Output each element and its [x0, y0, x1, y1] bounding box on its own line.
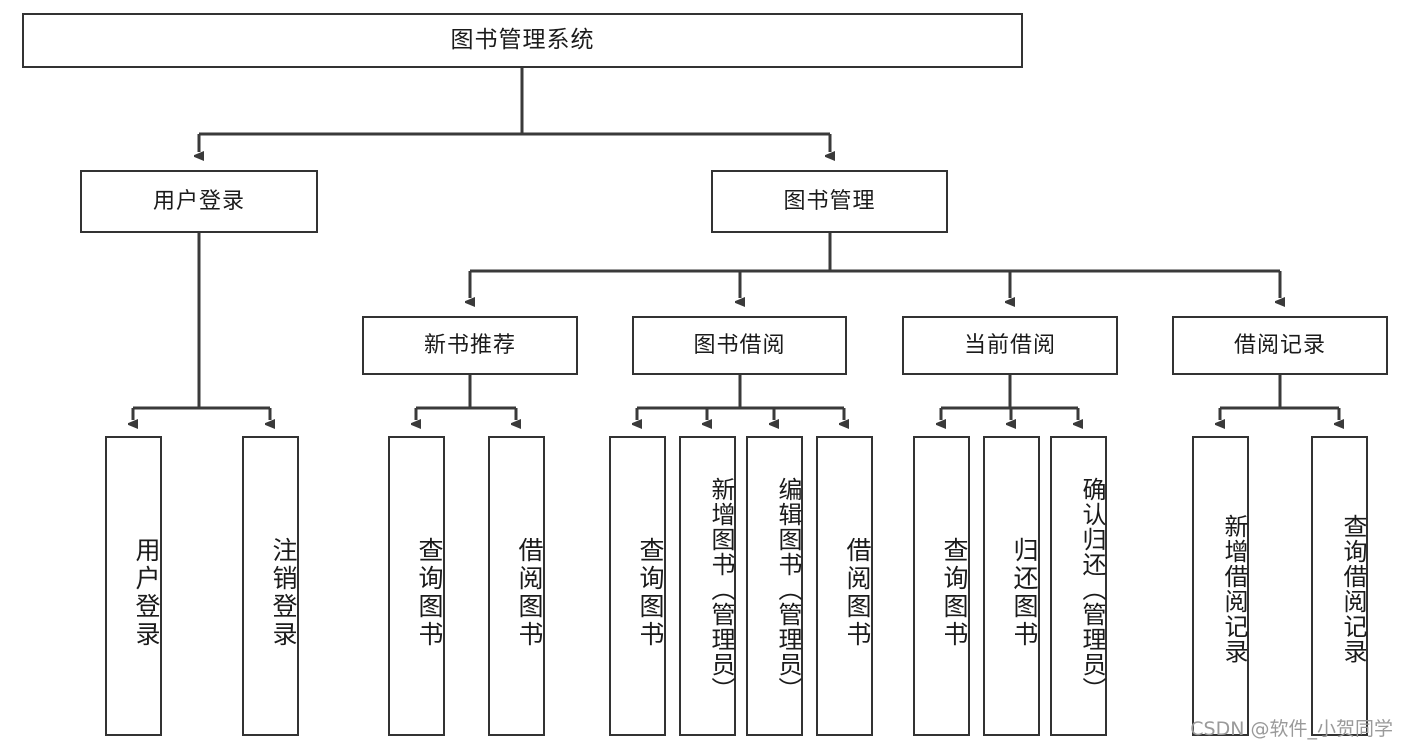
node-user-login[interactable]: 用户登录 — [80, 170, 318, 233]
node-label: 查询图书 — [940, 537, 969, 649]
node-leaf-confirm-return-admin[interactable]: 确认归还（管理员） — [1050, 436, 1107, 736]
node-leaf-logout-login[interactable]: 注销登录 — [242, 436, 299, 736]
node-borrow-record[interactable]: 借阅记录 — [1172, 316, 1388, 375]
node-leaf-query-book-current[interactable]: 查询图书 — [913, 436, 970, 736]
node-book-manage[interactable]: 图书管理 — [711, 170, 948, 233]
node-current-borrow[interactable]: 当前借阅 — [902, 316, 1118, 375]
node-label: 新增借阅记录 — [1220, 514, 1248, 664]
node-label: 归还图书 — [1010, 537, 1039, 649]
node-leaf-query-book-borrow[interactable]: 查询图书 — [609, 436, 666, 736]
node-new-book-recommend[interactable]: 新书推荐 — [362, 316, 578, 375]
node-leaf-borrow-book[interactable]: 借阅图书 — [816, 436, 873, 736]
node-leaf-query-book-rec[interactable]: 查询图书 — [388, 436, 445, 736]
node-leaf-add-book-admin[interactable]: 新增图书（管理员） — [679, 436, 736, 736]
node-root-book-management-system[interactable]: 图书管理系统 — [22, 13, 1023, 68]
node-leaf-user-login[interactable]: 用户登录 — [105, 436, 162, 736]
node-label: 新增图书（管理员） — [707, 476, 735, 702]
node-leaf-query-borrow-record[interactable]: 查询借阅记录 — [1311, 436, 1368, 736]
node-leaf-return-book[interactable]: 归还图书 — [983, 436, 1040, 736]
node-leaf-edit-book-admin[interactable]: 编辑图书（管理员） — [746, 436, 803, 736]
node-label: 借阅图书 — [843, 537, 872, 649]
node-leaf-add-borrow-record[interactable]: 新增借阅记录 — [1192, 436, 1249, 736]
node-label: 查询图书 — [636, 537, 665, 649]
node-label: 用户登录 — [132, 537, 161, 649]
node-label: 注销登录 — [269, 537, 298, 649]
node-label: 编辑图书（管理员） — [774, 476, 802, 702]
node-leaf-borrow-book-rec[interactable]: 借阅图书 — [488, 436, 545, 736]
node-book-borrow[interactable]: 图书借阅 — [632, 316, 847, 375]
node-label: 查询借阅记录 — [1339, 514, 1367, 664]
node-label: 查询图书 — [415, 537, 444, 649]
node-label: 确认归还（管理员） — [1078, 476, 1106, 702]
csdn-watermark: CSDN @软件_小贺同学 — [1190, 718, 1393, 740]
node-label: 借阅图书 — [515, 537, 544, 649]
